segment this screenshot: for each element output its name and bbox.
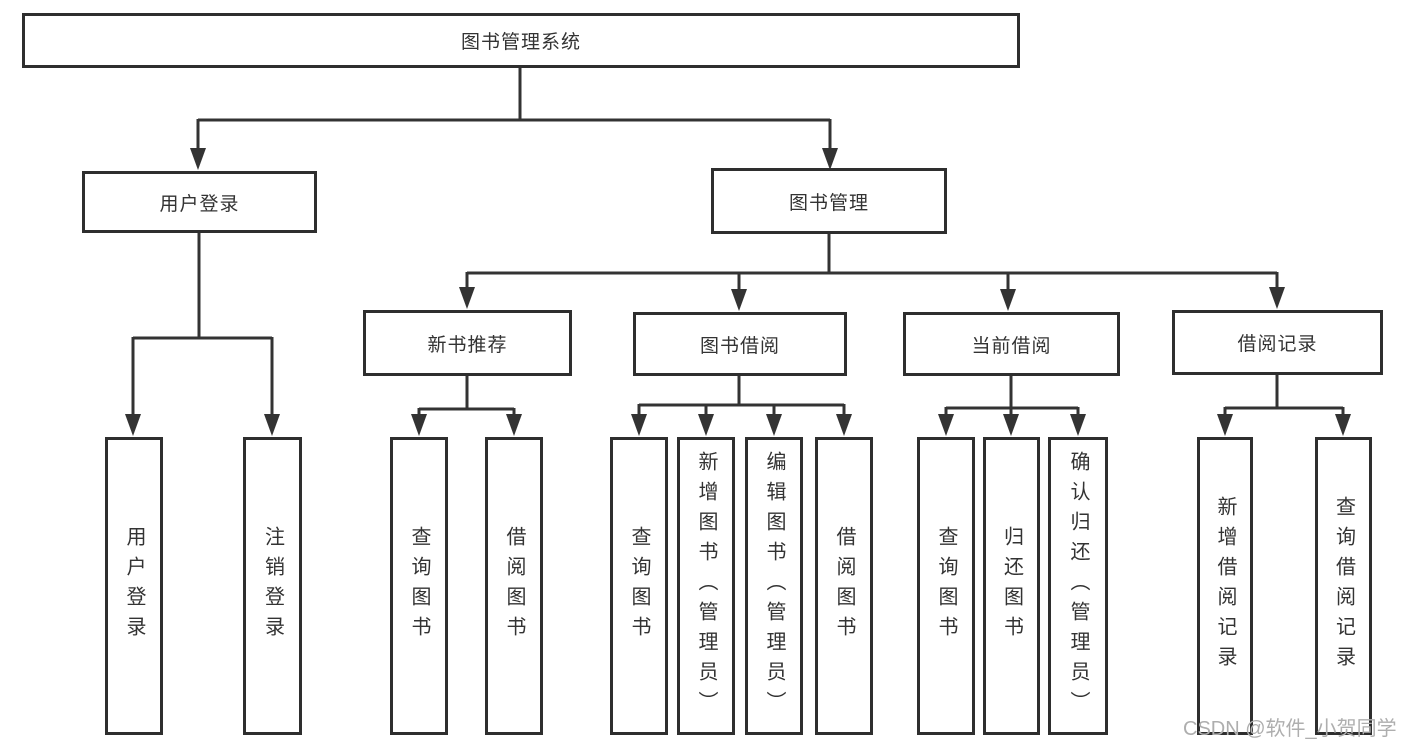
arrow-down-icon: [631, 414, 647, 436]
arrow-down-icon: [731, 289, 747, 311]
node-label: 查询图书: [628, 526, 650, 646]
arrow-down-icon: [1335, 414, 1351, 436]
arrow-down-icon: [1269, 287, 1285, 309]
node-label: 查询图书: [408, 526, 430, 646]
node-label: 图书管理系统: [460, 32, 581, 53]
node-label: 借阅图书: [503, 526, 525, 646]
node-current-borrowing: 当前借阅: [903, 312, 1120, 376]
leaf-user-login: 用户登录: [105, 437, 163, 735]
leaf-query-books-3: 查询图书: [917, 437, 975, 735]
leaf-query-books-1: 查询图书: [390, 437, 448, 735]
node-label: 借阅图书: [833, 526, 855, 646]
node-label: 确认归还（管理员）: [1067, 451, 1089, 721]
arrow-down-icon: [822, 148, 838, 170]
node-book-management: 图书管理: [711, 168, 947, 234]
leaf-borrow-books-2: 借阅图书: [815, 437, 873, 735]
node-label: 借阅记录: [1237, 334, 1318, 355]
arrow-down-icon: [1003, 414, 1019, 436]
node-label: 新增借阅记录: [1214, 496, 1236, 676]
node-label: 查询借阅记录: [1332, 496, 1355, 676]
leaf-edit-books-admin: 编辑图书（管理员）: [745, 437, 803, 735]
leaf-return-books: 归还图书: [983, 437, 1040, 735]
node-label: 用户登录: [159, 193, 240, 215]
node-label: 用户登录: [123, 526, 145, 646]
arrow-down-icon: [190, 148, 206, 170]
node-label: 当前借阅: [971, 335, 1052, 357]
node-label: 新书推荐: [427, 334, 508, 356]
arrow-down-icon: [698, 414, 714, 436]
node-label: 归还图书: [1000, 526, 1023, 646]
node-label: 查询图书: [935, 526, 957, 646]
arrow-down-icon: [264, 414, 280, 436]
arrow-down-icon: [938, 414, 954, 436]
node-user-login: 用户登录: [82, 171, 317, 233]
connector-arrowheads: [125, 148, 1351, 436]
arrow-down-icon: [125, 414, 141, 436]
node-label: 注销登录: [261, 526, 284, 646]
arrow-down-icon: [766, 414, 782, 436]
arrow-down-icon: [836, 414, 852, 436]
leaf-query-borrow-record: 查询借阅记录: [1315, 437, 1372, 735]
arrow-down-icon: [459, 287, 475, 309]
leaf-query-books-2: 查询图书: [610, 437, 668, 735]
arrow-down-icon: [1217, 414, 1233, 436]
leaf-borrow-books-1: 借阅图书: [485, 437, 543, 735]
leaf-add-borrow-record: 新增借阅记录: [1197, 437, 1253, 735]
csdn-watermark: CSDN @软件_小贺同学: [1183, 718, 1397, 740]
node-label: 新增图书（管理员）: [695, 451, 717, 721]
node-label: 编辑图书（管理员）: [763, 451, 785, 721]
node-borrowing-records: 借阅记录: [1172, 310, 1383, 375]
arrow-down-icon: [1000, 289, 1016, 311]
arrow-down-icon: [506, 414, 522, 436]
node-book-borrowing: 图书借阅: [633, 312, 847, 376]
leaf-logout: 注销登录: [243, 437, 302, 735]
arrow-down-icon: [411, 414, 427, 436]
node-library-management-system: 图书管理系统: [22, 13, 1020, 68]
arrow-down-icon: [1070, 414, 1086, 436]
leaf-confirm-return-admin: 确认归还（管理员）: [1048, 437, 1108, 735]
node-new-book-recommendation: 新书推荐: [363, 310, 572, 376]
leaf-add-books-admin: 新增图书（管理员）: [677, 437, 735, 735]
node-label: 图书管理: [788, 192, 869, 214]
node-label: 图书借阅: [699, 335, 780, 357]
